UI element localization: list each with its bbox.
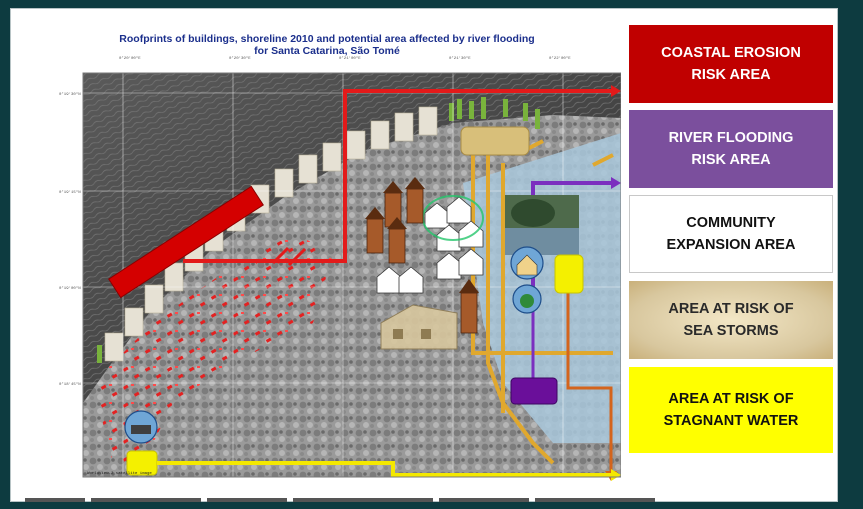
storm-paths <box>471 139 614 465</box>
title-band <box>33 23 621 73</box>
map-title-line2: for Santa Catarina, São Tomé <box>254 45 400 57</box>
stagnant-icon <box>124 410 158 444</box>
flood-icon <box>510 246 544 280</box>
legend-community-expansion-line1: COMMUNITY <box>686 215 776 231</box>
svg-text:0°21'00"E: 0°21'00"E <box>339 56 361 61</box>
legend-stagnant-water: AREA AT RISK OF STAGNANT WATER <box>629 367 833 453</box>
legend-sea-storms-line2: SEA STORMS <box>683 323 779 339</box>
house-roofs <box>365 177 479 293</box>
storm-zone-box <box>460 126 530 156</box>
svg-text:0°19'30"N: 0°19'30"N <box>59 92 81 97</box>
green-trees <box>97 97 540 363</box>
legend-stagnant-water-line1: AREA AT RISK OF <box>668 391 794 407</box>
legend-coastal-erosion-line2: RISK AREA <box>691 67 771 83</box>
legend-coastal-erosion-line1: COASTAL EROSION <box>661 45 801 61</box>
stagnant-box-right <box>554 254 584 294</box>
svg-text:0°19'15"N: 0°19'15"N <box>59 190 81 195</box>
legend-river-flooding-line2: RISK AREA <box>691 152 771 168</box>
svg-text:0°22'00"E: 0°22'00"E <box>549 56 571 61</box>
shoreline-trees <box>104 106 438 362</box>
slide-frame: 0°20'00"E 0°20'30"E 0°21'00"E 0°21'30"E … <box>10 8 838 502</box>
roofprints <box>93 233 333 463</box>
map-canvas: 0°20'00"E 0°20'30"E 0°21'00"E 0°21'30"E … <box>33 23 621 481</box>
erosion-arrow <box>183 89 611 263</box>
coastal-erosion-bar <box>108 185 264 299</box>
svg-text:0°20'30"E: 0°20'30"E <box>229 56 251 61</box>
legend-coastal-erosion: COASTAL EROSION RISK AREA <box>629 25 833 103</box>
legend-community-expansion-line2: EXPANSION AREA <box>666 237 796 253</box>
legend-sea-storms: AREA AT RISK OF SEA STORMS <box>629 281 833 359</box>
svg-text:0°20'00"E: 0°20'00"E <box>119 56 141 61</box>
svg-text:WorldView-2 satellite image: WorldView-2 satellite image <box>87 471 152 476</box>
community-houses <box>376 196 484 294</box>
risk-map: 0°20'00"E 0°20'30"E 0°21'00"E 0°21'30"E … <box>33 23 621 493</box>
map-title-line1: Roofprints of buildings, shoreline 2010 … <box>119 33 535 45</box>
legend-sea-storms-line1: AREA AT RISK OF <box>668 301 794 317</box>
blurred-caption <box>25 498 655 502</box>
orange-path <box>566 221 613 477</box>
storm-icon <box>512 284 542 314</box>
legend-community-expansion: COMMUNITY EXPANSION AREA <box>629 195 833 273</box>
svg-text:0°21'30"E: 0°21'30"E <box>449 56 471 61</box>
svg-text:0°18'45"N: 0°18'45"N <box>59 382 81 387</box>
svg-text:0°19'00"N: 0°19'00"N <box>59 286 81 291</box>
legend-river-flooding: RIVER FLOODING RISK AREA <box>629 110 833 188</box>
stagnant-arrow <box>157 461 611 477</box>
flooding-zone-box <box>510 377 558 405</box>
legend-river-flooding-line1: RIVER FLOODING <box>668 130 794 146</box>
legend-stagnant-water-line2: STAGNANT WATER <box>663 413 799 429</box>
